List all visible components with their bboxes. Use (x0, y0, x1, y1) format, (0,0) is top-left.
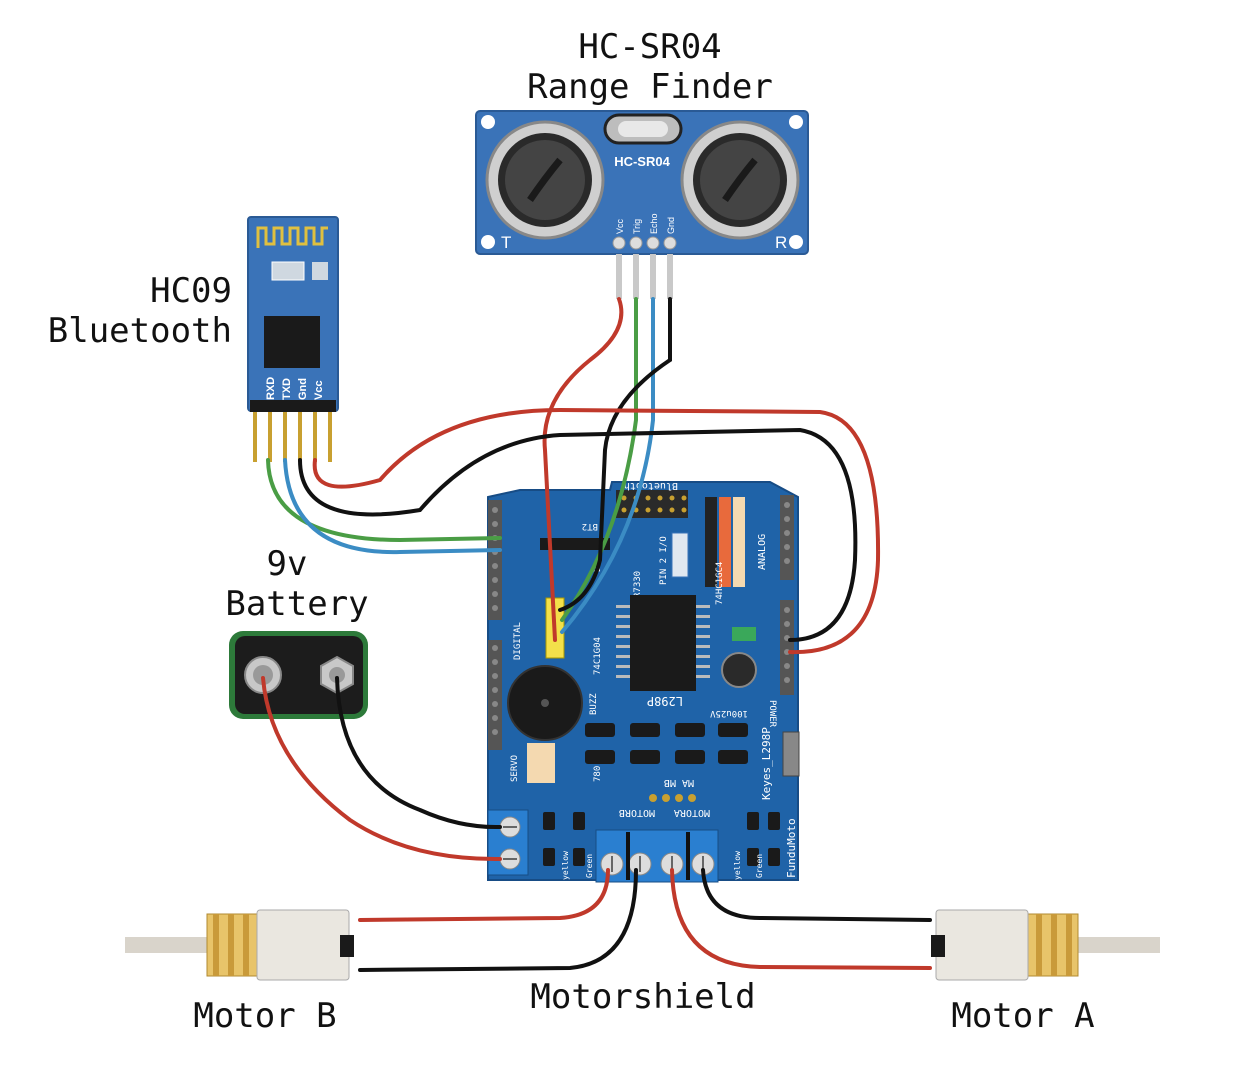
wire-motor-a-black (701, 868, 932, 922)
wire-motor-b-black (358, 868, 638, 972)
shield-r7330-text: R7330 (633, 571, 643, 598)
battery-9v (229, 631, 368, 719)
shield-yellow-text-right: yellow (733, 851, 742, 880)
motor-a-label: Motor A (951, 996, 1094, 1036)
bt-pin-rxd-label: RXD (265, 377, 277, 400)
sensor-title-line2: Range Finder (527, 67, 773, 107)
shield-yellow-text-left: yellow (561, 851, 570, 880)
shield-servo-text: SERVO (510, 755, 520, 782)
wire-motor-a-red (670, 868, 932, 970)
shield-chip-text: L298P (647, 694, 683, 708)
shield-power-text: POWER (767, 700, 777, 728)
shield-780-text: 780 (593, 766, 603, 782)
motorshield-label: Motorshield (530, 977, 755, 1017)
motor-b-label: Motor B (193, 996, 336, 1036)
shield-green-text-left: Green (585, 854, 594, 878)
wire-motor-b-red (358, 868, 610, 922)
sensor-pin-echo-label: Echo (649, 213, 659, 234)
shield-buzz-text: BUZZ (589, 693, 599, 715)
wire-battery-neg-black (335, 676, 502, 830)
sensor-r-mark: R (775, 233, 787, 252)
shield-ic1-text: 74C1G04 (593, 637, 603, 675)
shield-pin2io-text: PIN 2 I/O (659, 536, 669, 585)
motor-a (931, 909, 1160, 981)
sensor-pin-vcc-label: Vcc (615, 218, 625, 234)
shield-mamb-text: MA MB (664, 777, 694, 788)
motor-b (125, 909, 354, 981)
shield-bt2-text: BT2 (582, 521, 598, 531)
wire-sensor-gnd-black (558, 297, 672, 612)
wire-sensor-vcc-red (542, 297, 624, 642)
battery-title-line1: 9v (267, 544, 308, 584)
shield-green-text-right: Green (755, 854, 764, 878)
bt-pin-vcc-label: Vcc (313, 380, 325, 400)
battery-title-line2: Battery (225, 584, 368, 624)
bt-pin-txd-label: TXD (281, 378, 293, 400)
sensor-title-line1: HC-SR04 (578, 27, 721, 67)
wire-sensor-echo-blue (560, 297, 655, 634)
sensor-t-mark: T (501, 233, 511, 252)
bt-pin-gnd-label: Gnd (297, 378, 309, 400)
sensor-model-text: HC-SR04 (614, 154, 670, 169)
wire-sensor-trig-green (560, 297, 638, 622)
shield-motora-text: MOTORA (674, 807, 710, 818)
shield-ic2-text: 74HC1GC4 (715, 562, 725, 605)
shield-cap-text: 100u25V (709, 708, 748, 718)
shield-brand2-text: FunduMoto (785, 818, 798, 878)
shield-motorb-text: MOTORB (619, 807, 655, 818)
wires (261, 297, 932, 972)
bluetooth-title-line2: Bluetooth (48, 311, 232, 351)
shield-analog-text: ANALOG (757, 534, 768, 570)
sensor-pin-gnd-label: Gnd (666, 217, 676, 234)
sensor-pin-trig-label: Trig (632, 219, 642, 234)
wire-bt-txd-blue (283, 458, 502, 555)
hc09-bluetooth-module: RXD TXD Gnd Vcc (247, 216, 339, 462)
shield-brand-text: Keyes_L298P (760, 727, 773, 800)
wire-bt-vcc-red (312, 407, 881, 655)
bluetooth-title-line1: HC09 (150, 271, 232, 311)
wire-bt-gnd-black (298, 427, 858, 642)
shield-bluetooth-text: Bluetooth (624, 480, 678, 491)
shield-digital-text: DIGITAL (513, 622, 523, 660)
wire-battery-pos-red (261, 676, 502, 862)
hc-sr04-sensor: HC-SR04 T R Vcc Trig Echo Gnd (475, 110, 809, 299)
motor-shield-board: Bluetooth ANALOG DIGITAL POWER PIN 2 I/O… (487, 480, 800, 883)
